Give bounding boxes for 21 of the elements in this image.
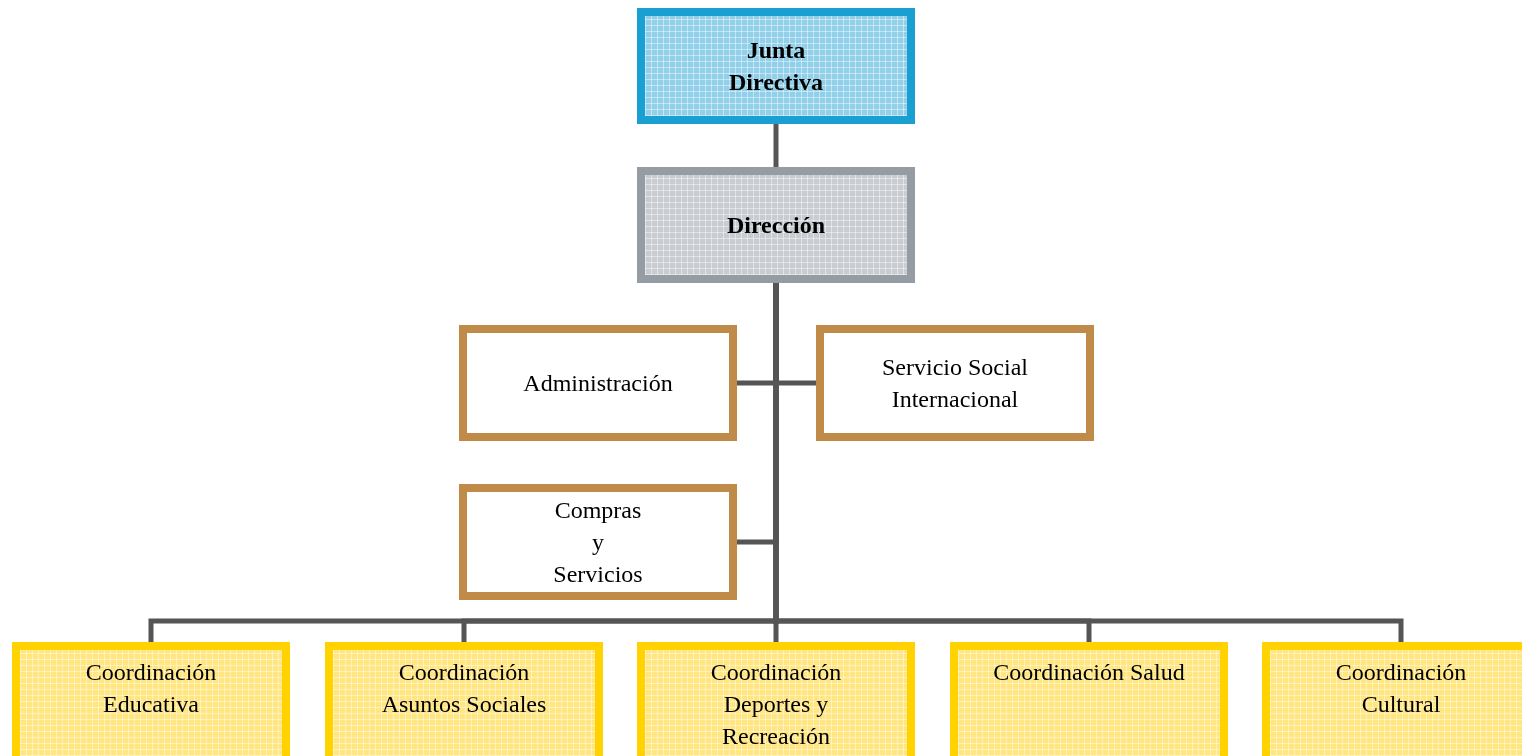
coordination-box xyxy=(12,642,290,756)
management-box xyxy=(637,167,915,283)
board-box xyxy=(637,8,915,124)
node-label: Coordinación Salud xyxy=(992,658,1186,687)
node-label: Compras y Servicios xyxy=(552,496,644,589)
department-box xyxy=(459,484,737,600)
department-box xyxy=(816,325,1094,441)
node-label: Dirección xyxy=(725,211,827,240)
node-label: Coordinación Educativa xyxy=(84,658,218,719)
node-label: Coordinación Asuntos Sociales xyxy=(380,658,548,719)
coordination-box xyxy=(950,642,1228,756)
department-box xyxy=(459,325,737,441)
node-label: Coordinación Cultural xyxy=(1334,658,1468,719)
connector-line xyxy=(773,124,779,167)
node-label: Junta Directiva xyxy=(727,36,825,97)
node-label: Servicio Social Internacional xyxy=(881,353,1029,414)
coordination-box xyxy=(637,642,915,756)
coordination-box xyxy=(325,642,603,756)
node-label: Coordinación Deportes y Recreación xyxy=(709,658,843,751)
node-label: Administración xyxy=(522,369,674,398)
coordination-box xyxy=(1262,642,1522,756)
